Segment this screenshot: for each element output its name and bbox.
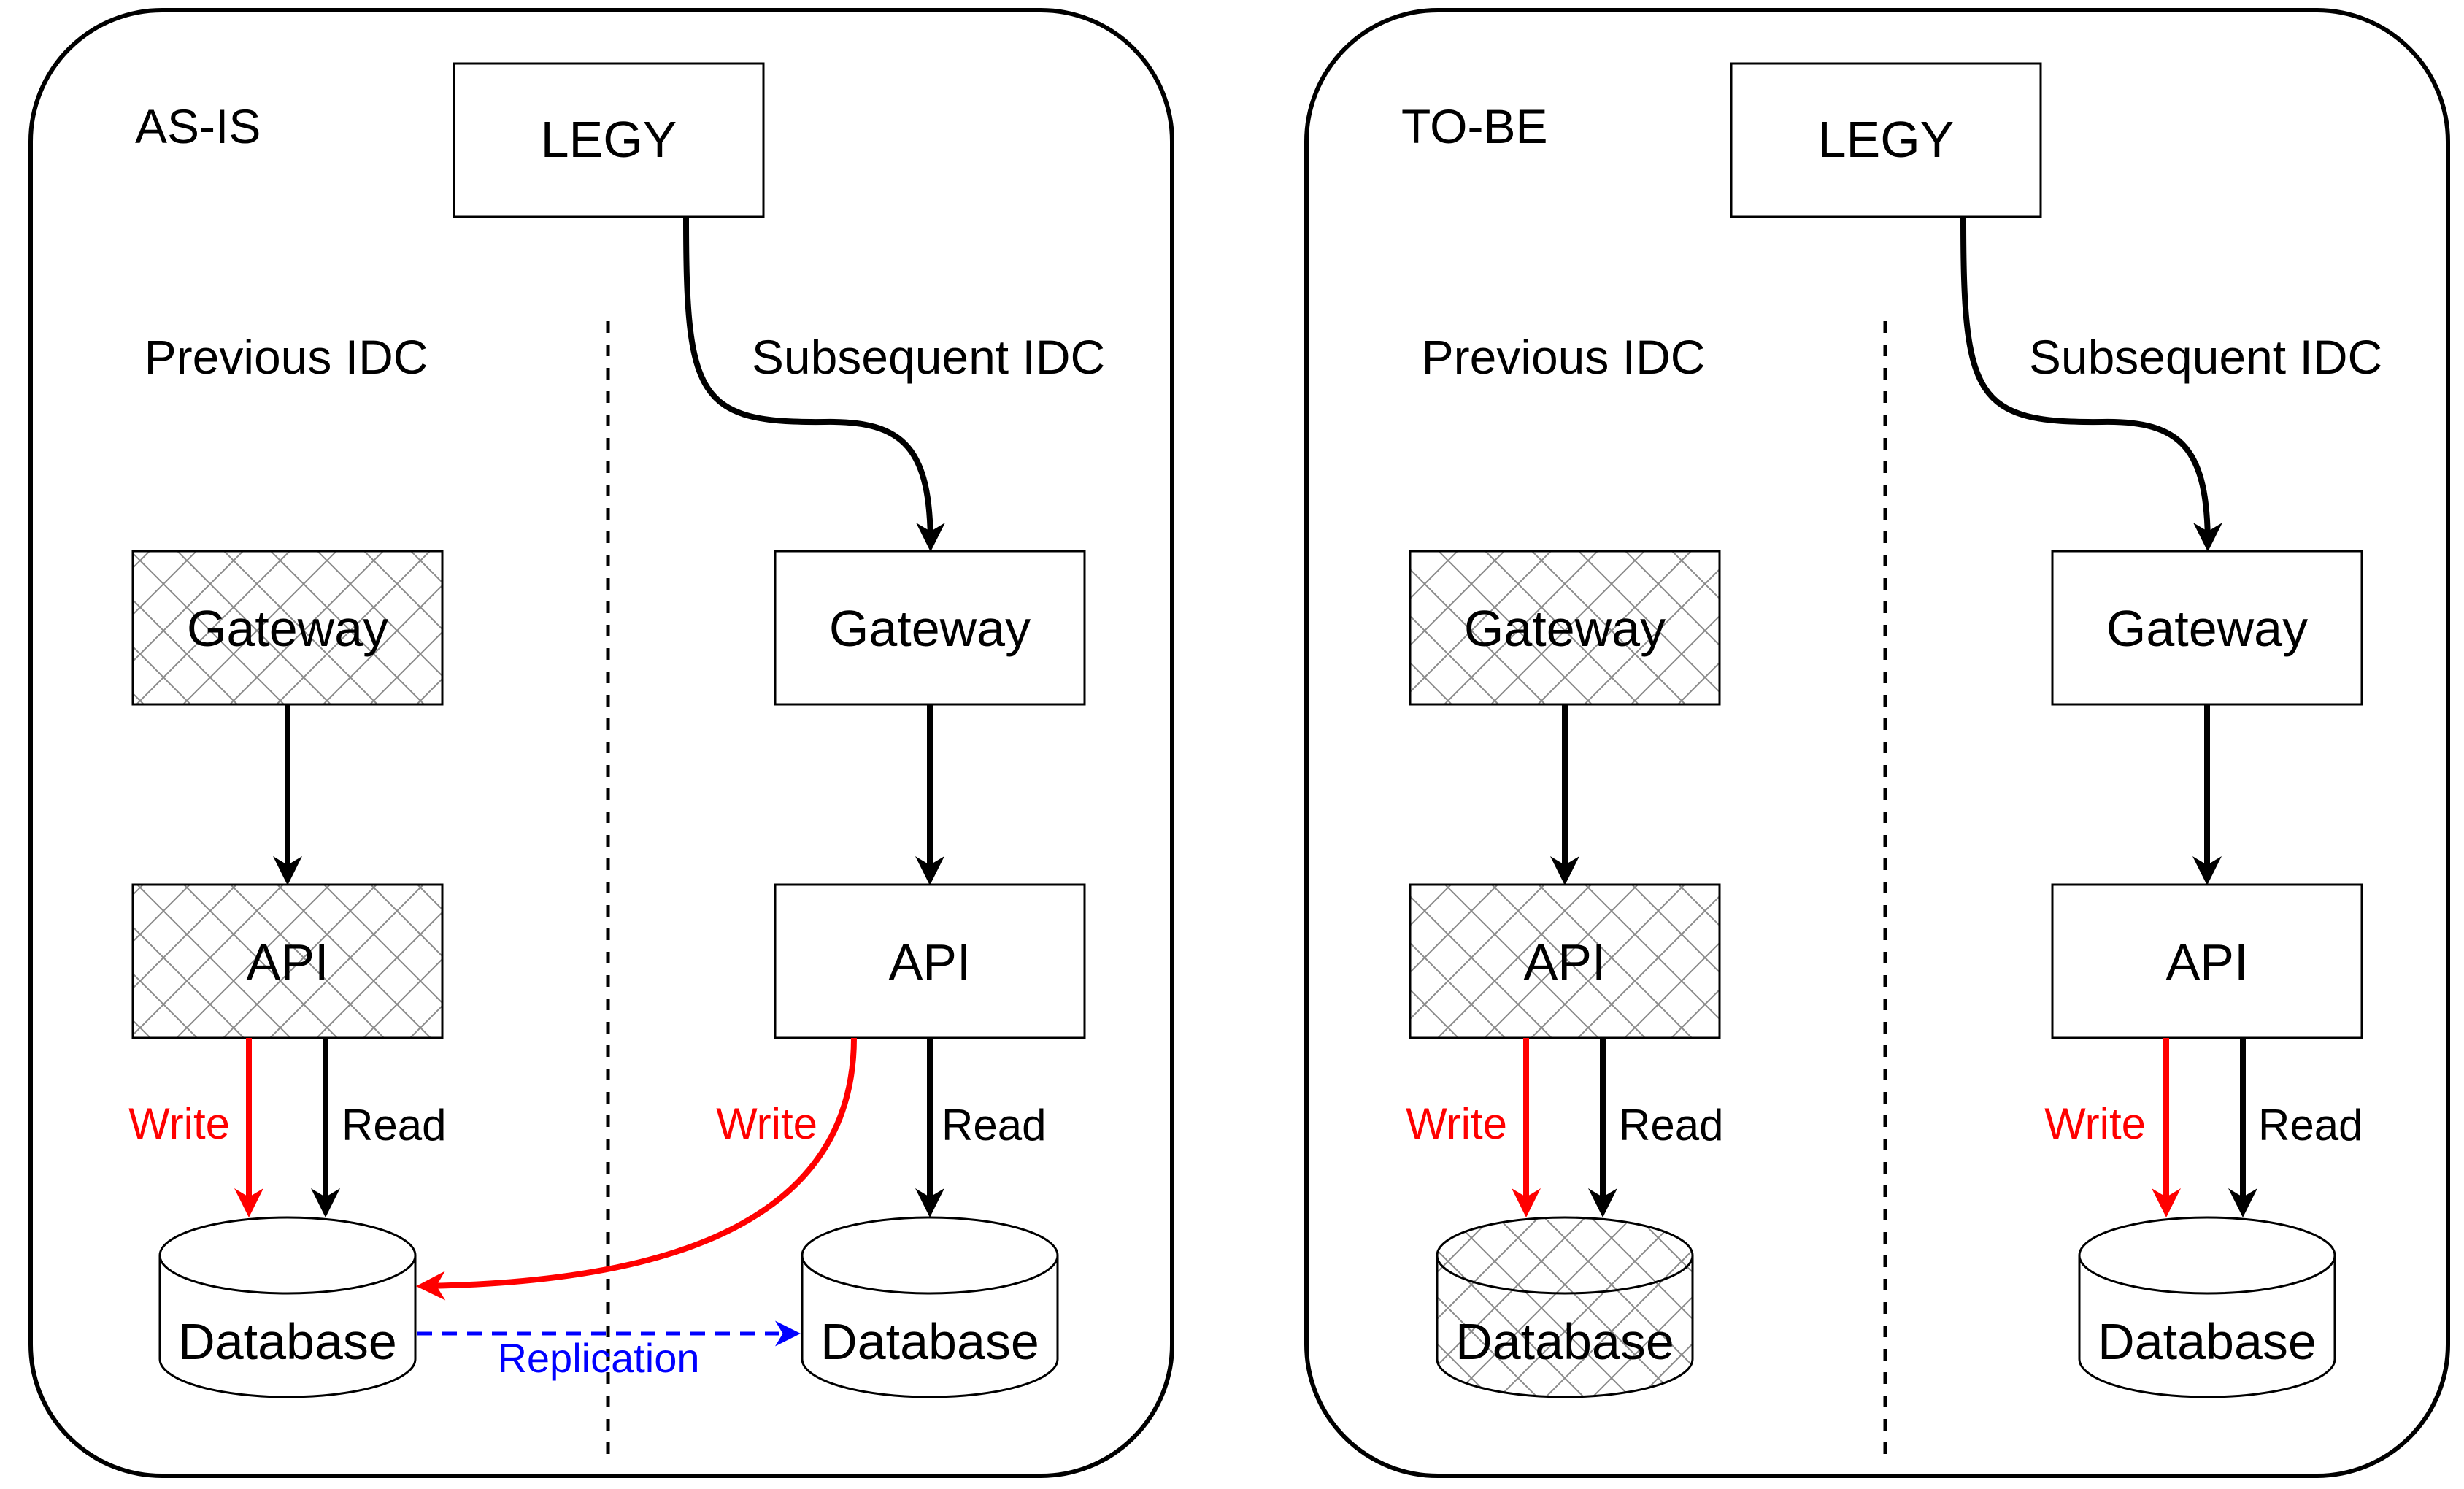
legy-label: LEGY: [541, 111, 677, 168]
panel-as-is: AS-IS LEGY Previous IDC Subsequent IDC G…: [28, 8, 1174, 1478]
prev-api-label: API: [1524, 934, 1606, 990]
sub-write-label: Write: [2044, 1099, 2146, 1148]
panel-title: AS-IS: [135, 99, 261, 153]
previous-idc-label: Previous IDC: [145, 330, 428, 384]
prev-read-label: Read: [1619, 1101, 1723, 1150]
sub-read-label: Read: [2258, 1101, 2363, 1150]
prev-database-label: Database: [178, 1313, 397, 1370]
sub-database-cylinder: [2078, 1216, 2336, 1398]
subsequent-idc-label: Subsequent IDC: [752, 330, 1105, 384]
sub-database-label: Database: [820, 1313, 1039, 1370]
prev-write-label: Write: [1406, 1099, 1507, 1148]
sub-database-cylinder: [801, 1216, 1059, 1398]
sub-write-label: Write: [716, 1099, 817, 1148]
sub-api-box: [2051, 883, 2363, 1039]
panel-to-be: TO-BE LEGY Previous IDC Subsequent IDC G…: [1304, 8, 2450, 1478]
sub-gateway-label: Gateway: [2106, 600, 2308, 657]
sub-api-label: API: [889, 934, 971, 990]
prev-database-cylinder: [1436, 1216, 1694, 1398]
prev-database-label: Database: [1455, 1313, 1674, 1370]
panel-title: TO-BE: [1401, 99, 1547, 153]
legy-to-gateway-arrow: [683, 216, 945, 552]
prev-api-label: API: [247, 934, 329, 990]
legy-to-gateway-arrow: [1960, 216, 2222, 552]
prev-write-label: Write: [128, 1099, 230, 1148]
prev-api-box: [1409, 883, 1721, 1039]
legy-box: [453, 62, 765, 218]
prev-database-cylinder: [158, 1216, 417, 1398]
prev-api-box: [131, 883, 444, 1039]
panel-to-be-frame: [1304, 8, 2450, 1478]
legy-box: [1730, 62, 2042, 218]
sub-gateway-box: [2051, 550, 2363, 706]
prev-read-label: Read: [342, 1101, 446, 1150]
prev-gateway-label: Gateway: [1464, 600, 1666, 657]
sub-database-label: Database: [2098, 1313, 2317, 1370]
prev-gateway-box: [131, 550, 444, 706]
sub-write-to-prev-database-arrow: [416, 1037, 857, 1301]
prev-gateway-label: Gateway: [187, 600, 388, 657]
sub-gateway-box: [774, 550, 1086, 706]
sub-gateway-label: Gateway: [829, 600, 1031, 657]
sub-api-label: API: [2166, 934, 2249, 990]
subsequent-idc-label: Subsequent IDC: [2029, 330, 2382, 384]
previous-idc-label: Previous IDC: [1422, 330, 1706, 384]
panel-as-is-frame: [28, 8, 1174, 1478]
prev-gateway-box: [1409, 550, 1721, 706]
sub-read-label: Read: [942, 1101, 1046, 1150]
replication-label: Replication: [497, 1335, 699, 1381]
legy-label: LEGY: [1818, 111, 1955, 168]
